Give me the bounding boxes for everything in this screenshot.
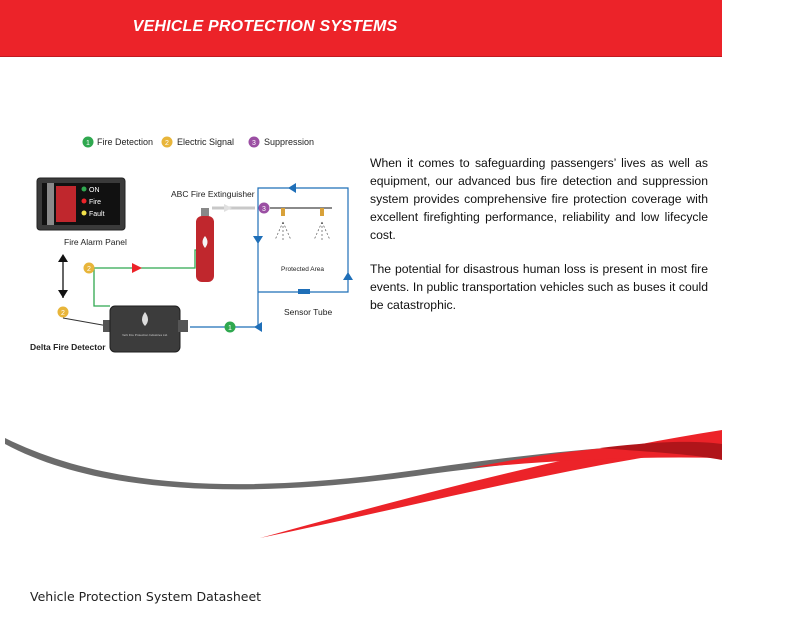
paragraph-1: When it comes to safeguarding passengers…	[370, 156, 708, 242]
delta-fire-detector: Vehi Fire Protection Industries Ltd.	[103, 305, 188, 353]
legend-label-1: Fire Detection	[97, 137, 153, 147]
header-banner: VEHICLE PROTECTION SYSTEMS	[0, 0, 722, 57]
system-diagram: 1 Fire Detection 2 Electric Signal 3 Sup…	[30, 136, 353, 353]
svg-text:1: 1	[228, 325, 232, 332]
svg-text:3: 3	[262, 206, 266, 213]
label-sensor-tube: Sensor Tube	[284, 307, 332, 317]
flame-icon	[142, 312, 148, 326]
fire-alarm-panel: ON Fire Fault	[36, 177, 126, 231]
arrow-right-gray-icon	[224, 204, 232, 212]
detection-badge-1	[224, 321, 236, 333]
body-text: When it comes to safeguarding passengers…	[370, 154, 708, 330]
legend-item-fire-detection: 1 Fire Detection	[82, 136, 153, 148]
arrow-down-icon	[58, 290, 68, 298]
label-protected-area: Protected Area	[281, 266, 324, 273]
fire-extinguisher	[196, 208, 214, 282]
arrow-down-blue-icon	[253, 236, 263, 244]
svg-text:2: 2	[61, 310, 65, 317]
svg-text:2: 2	[87, 266, 91, 273]
paragraph-2: The potential for disastrous human loss …	[370, 262, 708, 312]
nozzle-left	[274, 208, 292, 242]
legend-num-2: 2	[165, 140, 169, 147]
footer-title: Vehicle Protection System Datasheet	[30, 589, 262, 604]
legend-num-3: 3	[252, 140, 256, 147]
datasheet-page: VEHICLE PROTECTION SYSTEMS 1 Fire Detect…	[0, 0, 722, 604]
arrow-up-blue-icon	[343, 272, 353, 280]
status-on: ON	[89, 187, 100, 194]
legend-badge-3	[248, 136, 260, 148]
signal-badge-2a	[57, 306, 69, 318]
arrow-up-icon	[58, 254, 68, 262]
label-delta-fire-detector: Delta Fire Detector	[30, 342, 106, 352]
label-extinguisher: ABC Fire Extinguisher	[171, 189, 255, 199]
status-led-fire	[81, 198, 87, 204]
legend-num-1: 1	[86, 140, 90, 147]
arrow-left-blue-icon	[288, 183, 296, 193]
status-led-fault	[81, 210, 87, 216]
nozzle-right	[313, 208, 331, 242]
status-led-on	[81, 186, 87, 192]
legend-badge-2	[161, 136, 173, 148]
legend-badge-1	[82, 136, 94, 148]
legend-label-3: Suppression	[264, 137, 314, 147]
legend-item-suppression: 3 Suppression	[248, 136, 314, 148]
signal-badge-2b	[83, 262, 95, 274]
legend-label-2: Electric Signal	[177, 137, 234, 147]
decorative-swoosh	[5, 430, 722, 538]
page-title: VEHICLE PROTECTION SYSTEMS	[132, 18, 398, 35]
status-fault: Fault	[89, 211, 105, 218]
suppression-badge-3	[258, 202, 270, 214]
label-fire-alarm-panel: Fire Alarm Panel	[64, 237, 127, 247]
status-fire: Fire	[89, 199, 101, 206]
arrow-left-blue-icon-2	[254, 322, 262, 332]
detector-brand: Vehi Fire Protection Industries Ltd.	[122, 333, 168, 337]
arrow-right-red-icon	[132, 263, 142, 273]
legend-item-electric-signal: 2 Electric Signal	[161, 136, 234, 148]
